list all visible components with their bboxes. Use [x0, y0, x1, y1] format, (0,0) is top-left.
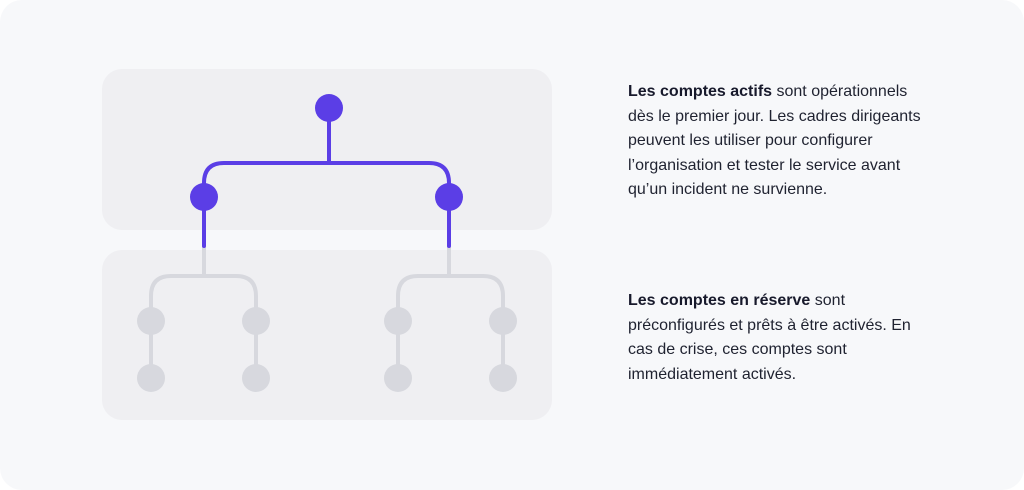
active-node-root: [315, 94, 343, 122]
active-accounts-description: Les comptes actifs sont opérationnels dè…: [628, 80, 928, 203]
active-node-right: [435, 183, 463, 211]
active-accounts-lead: Les comptes actifs: [628, 83, 773, 100]
reserve-branch-right: [396, 274, 505, 323]
reserve-branch-left: [149, 274, 258, 323]
reserve-node: [384, 307, 412, 335]
active-branch: [202, 161, 451, 199]
reserve-node: [242, 364, 270, 392]
reserve-node: [489, 307, 517, 335]
reserve-node: [489, 364, 517, 392]
reserve-node: [137, 307, 165, 335]
reserve-accounts-body: sont préconfigurés et prêts à être activ…: [628, 292, 911, 383]
reserve-accounts-lead: Les comptes en réserve: [628, 292, 811, 309]
reserve-tier-panel: [102, 250, 552, 420]
reserve-node: [242, 307, 270, 335]
reserve-node: [137, 364, 165, 392]
active-node-left: [190, 183, 218, 211]
active-nodes: [190, 94, 463, 211]
reserve-accounts-description: Les comptes en réserve sont préconfiguré…: [628, 289, 928, 387]
active-accounts-body: sont opérationnels dès le premier jour. …: [628, 83, 921, 198]
reserve-node: [384, 364, 412, 392]
reserve-nodes: [137, 307, 517, 392]
